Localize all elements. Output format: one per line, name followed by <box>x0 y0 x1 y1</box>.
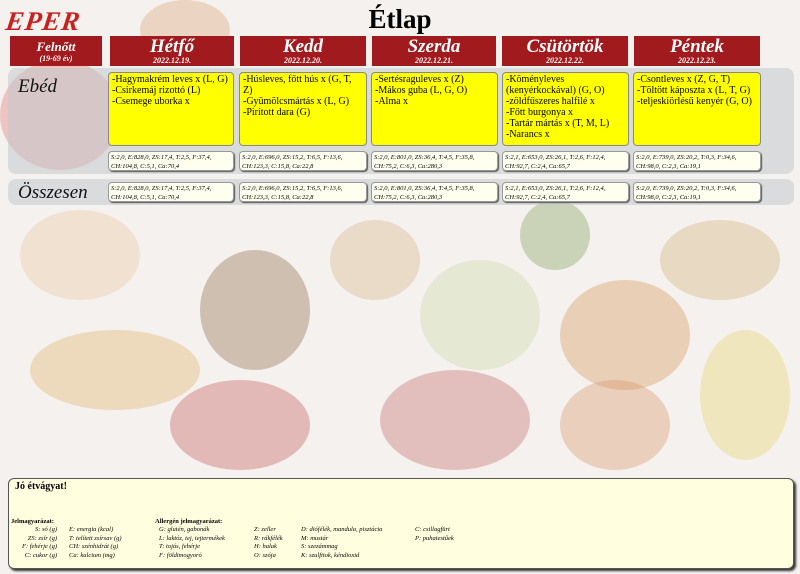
nutrition-csutortok: S:2,1, E:653,0, ZS:26,1, T:2,6, F:12,4, … <box>502 151 629 171</box>
menu-item: -zöldfűszeres halfilé x <box>506 96 595 107</box>
menu-szerda: -Sertésraguleves x (Z) -Mákos guba (L, G… <box>371 72 498 146</box>
day-date: 2022.12.19. <box>153 56 191 65</box>
nutrition-line: CH:98,0, C:2,3, Ca:19,1 <box>636 163 701 170</box>
legend-col1: S: só (g) ZS: zsír (g) F: fehérje (g) C:… <box>21 526 57 559</box>
day-header-pentek: Péntek 2022.12.23. <box>634 36 760 66</box>
day-header-szerda: Szerda 2022.12.21. <box>372 36 496 66</box>
legend-col2: E: energia (kcal) T: telített zsírsav (g… <box>69 526 122 559</box>
menu-item: -Főtt burgonya x <box>506 107 574 118</box>
nutrition-line: S:2,0, E:801,0, ZS:36,4, T:4,5, F:35,8, <box>374 154 475 161</box>
nutrition-line: S:2,0, E:801,0, ZS:36,4, T:4,5, F:35,8, <box>374 185 475 192</box>
nutrition-line: CH:98,0, C:2,3, Ca:19,1 <box>636 194 701 201</box>
menu-item: -Csontleves x (Z, G, T) <box>637 74 731 85</box>
menu-item: -teljeskiörlésű kenyér (G, O) <box>637 96 752 107</box>
group-label: Felnőtt <box>36 39 76 54</box>
nutrition-line: S:2,0, E:828,0, ZS:17,4, T:2,5, F:37,4, <box>111 154 212 161</box>
day-header-kedd: Kedd 2022.12.20. <box>240 36 366 66</box>
group-age: (19-69 év) <box>39 54 73 63</box>
menu-item: -Köményleves (kenyérkockával) (G, O) <box>506 74 605 96</box>
menu-item: -Húsleves, főtt hús x (G, T, Z) <box>243 74 352 96</box>
nutrition-line: CH:92,7, C:2,4, Ca:65,7 <box>505 163 570 170</box>
group-header: Felnőtt (19-69 év) <box>10 36 102 66</box>
menu-item: -Narancs x <box>506 129 550 140</box>
nutrition-hetfo: S:2,0, E:828,0, ZS:17,4, T:2,5, F:37,4, … <box>108 151 234 171</box>
nutrition-kedd: S:2,0, E:696,0, ZS:15,2, T:6,5, F:13,6, … <box>239 151 367 171</box>
row-label-ebed: Ebéd <box>18 76 58 97</box>
menu-item: -Sertésraguleves x (Z) <box>375 74 464 85</box>
nutrition-line: S:2,1, E:653,0, ZS:26,1, T:2,6, F:12,4, <box>505 185 606 192</box>
day-header-hetfo: Hétfő 2022.12.19. <box>110 36 234 66</box>
menu-pentek: -Csontleves x (Z, G, T) -Töltött káposzt… <box>633 72 761 146</box>
menu-item: -Gyümölcsmártás x (L, G) <box>243 96 350 107</box>
row-label-osszesen: Összesen <box>18 182 88 203</box>
legend-title: Jelmagyarázat: <box>11 518 54 525</box>
nutrition-line: CH:92,7, C:2,4, Ca:65,7 <box>505 194 570 201</box>
allergen-title: Allergén jelmagyarázat: <box>155 518 223 525</box>
day-name: Péntek <box>670 36 724 57</box>
nutrition-line: S:2,1, E:653,0, ZS:26,1, T:2,6, F:12,4, <box>505 154 606 161</box>
greeting: Jó étvágyat! <box>15 481 67 492</box>
day-date: 2022.12.21. <box>415 56 453 65</box>
nutrition-line: S:2,0, E:739,0, ZS:20,2, T:0,3, F:34,6, <box>636 185 737 192</box>
allergen-col2: Z: zeller R: rákfélék H: halak O: szója <box>254 526 283 559</box>
menu-item: -Pirított dara (G) <box>243 107 311 118</box>
total-hetfo: S:2,0, E:828,0, ZS:17,4, T:2,5, F:37,4, … <box>108 182 234 202</box>
nutrition-line: S:2,0, E:696,0, ZS:15,2, T:6,5, F:13,6, <box>242 185 343 192</box>
nutrition-pentek: S:2,0, E:739,0, ZS:20,2, T:0,3, F:34,6, … <box>633 151 761 171</box>
footer-panel: Jó étvágyat! Jelmagyarázat: S: só (g) ZS… <box>8 478 794 569</box>
page-title: Étlap <box>368 4 432 34</box>
total-szerda: S:2,0, E:801,0, ZS:36,4, T:4,5, F:35,8, … <box>371 182 498 202</box>
nutrition-line: S:2,0, E:828,0, ZS:17,4, T:2,5, F:37,4, <box>111 185 212 192</box>
menu-item: -Csemege uborka x <box>112 96 190 107</box>
nutrition-line: CH:75,2, C:6,3, Ca:280,3 <box>374 163 443 170</box>
menu-item: -Mákos guba (L, G, O) <box>375 85 468 96</box>
menu-item: -Hagymakrém leves x (L, G) <box>112 74 228 85</box>
menu-item: -Alma x <box>375 96 409 107</box>
allergen-col1: G: glutén, gabonák L: laktóz, tej, tejte… <box>159 526 225 559</box>
day-name: Csütörtök <box>526 36 604 57</box>
day-date: 2022.12.20. <box>284 56 322 65</box>
menu-item: -Csirkemáj rizottó (L) <box>112 85 201 96</box>
total-pentek: S:2,0, E:739,0, ZS:20,2, T:0,3, F:34,6, … <box>633 182 761 202</box>
allergen-col4: C: csillagfürt P: puhatestűek <box>415 526 454 542</box>
nutrition-line: CH:75,2, C:6,3, Ca:280,3 <box>374 194 443 201</box>
menu-kedd: -Húsleves, főtt hús x (G, T, Z) -Gyümölc… <box>239 72 367 146</box>
nutrition-line: CH:123,3, C:15,8, Ca:22,8 <box>242 163 314 170</box>
allergen-col3: D: diófélék, mandula, pisztácia M: mustá… <box>301 526 383 559</box>
day-date: 2022.12.22. <box>546 56 584 65</box>
day-name: Szerda <box>407 36 461 57</box>
day-header-csutortok: Csütörtök 2022.12.22. <box>502 36 628 66</box>
nutrition-line: S:2,0, E:696,0, ZS:15,2, T:6,5, F:13,6, <box>242 154 343 161</box>
menu-item: -Tartár mártás x (T, M, L) <box>506 118 610 129</box>
nutrition-line: CH:123,3, C:15,8, Ca:22,8 <box>242 194 314 201</box>
menu-hetfo: -Hagymakrém leves x (L, G) -Csirkemáj ri… <box>108 72 234 146</box>
menu-item: -Töltött káposzta x (L, T, G) <box>637 85 751 96</box>
menu-csutortok: -Köményleves (kenyérkockával) (G, O) -zö… <box>502 72 629 146</box>
nutrition-line: S:2,0, E:739,0, ZS:20,2, T:0,3, F:34,6, <box>636 154 737 161</box>
nutrition-line: CH:104,8, C:5,1, Ca:70,4 <box>111 163 180 170</box>
day-name: Kedd <box>282 36 324 57</box>
total-csutortok: S:2,1, E:653,0, ZS:26,1, T:2,6, F:12,4, … <box>502 182 629 202</box>
day-name: Hétfő <box>149 36 195 57</box>
nutrition-line: CH:104,8, C:5,1, Ca:70,4 <box>111 194 180 201</box>
day-date: 2022.12.23. <box>678 56 716 65</box>
total-kedd: S:2,0, E:696,0, ZS:15,2, T:6,5, F:13,6, … <box>239 182 367 202</box>
nutrition-szerda: S:2,0, E:801,0, ZS:36,4, T:4,5, F:35,8, … <box>371 151 498 171</box>
